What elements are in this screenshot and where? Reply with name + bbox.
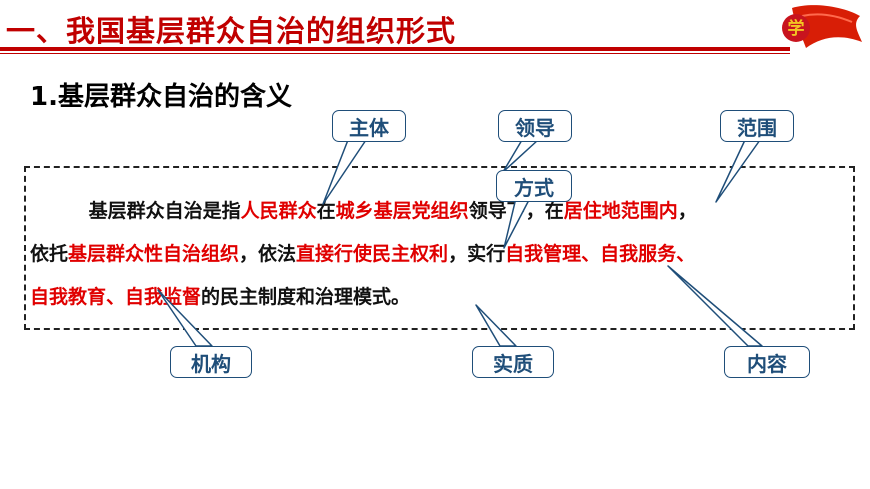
definition-paragraph: 基层群众自治是指人民群众在城乡基层党组织领导下，在居住地范围内， 依托基层群众性… [30, 190, 852, 319]
line2-seg-3: 直接行使民主权利 [296, 243, 449, 265]
section-subtitle: 1.基层群众自治的含义 [30, 82, 292, 112]
title-underline-thin [0, 53, 790, 54]
tag-essence: 实质 [472, 346, 554, 378]
line3-seg-1: 的 [201, 286, 221, 308]
line2-seg-2: ，依法 [239, 243, 297, 265]
paragraph-line-1: 基层群众自治是指人民群众在城乡基层党组织领导下，在居住地范围内， [30, 190, 852, 233]
line3-seg-0: 自我教育、自我监督 [30, 286, 202, 308]
paragraph-line-2: 依托基层群众性自治组织，依法直接行使民主权利，实行自我管理、自我服务、 [30, 233, 852, 276]
line1-seg-2: 在 [316, 200, 336, 222]
line3-seg-2: 民主制度和治理模式 [220, 286, 392, 308]
line1-seg-3: 城乡基层党组织 [335, 200, 469, 222]
line2-seg-0: 依托 [30, 243, 69, 265]
tag-method: 方式 [496, 170, 572, 202]
tag-content: 内容 [724, 346, 810, 378]
paragraph-line-3: 自我教育、自我监督的民主制度和治理模式。 [30, 276, 852, 319]
line2-seg-4: ，实行 [448, 243, 506, 265]
line1-seg-1: 人民群众 [240, 200, 317, 222]
tag-leadership: 领导 [498, 110, 572, 142]
party-flag-logo-icon: 学 [782, 5, 862, 49]
line1-seg-4: 领导下，在 [468, 200, 564, 222]
definition-box [24, 166, 855, 330]
tag-organization: 机构 [170, 346, 252, 378]
title-bar: 一、我国基层群众自治的组织形式 学 [0, 0, 870, 58]
title-underline [0, 47, 790, 51]
page-title: 一、我国基层群众自治的组织形式 [6, 14, 457, 48]
line1-seg-6: ， [677, 200, 697, 222]
line2-seg-5: 自我管理、自我服务、 [505, 243, 696, 265]
line1-seg-0: 基层群众自治是指 [88, 200, 241, 222]
tag-subject: 主体 [332, 110, 406, 142]
logo-text: 学 [788, 18, 805, 39]
tag-scope: 范围 [720, 110, 794, 142]
line2-seg-1: 基层群众性自治组织 [68, 243, 240, 265]
line3-seg-3: 。 [391, 286, 411, 308]
line1-seg-5: 居住地范围内 [563, 200, 678, 222]
